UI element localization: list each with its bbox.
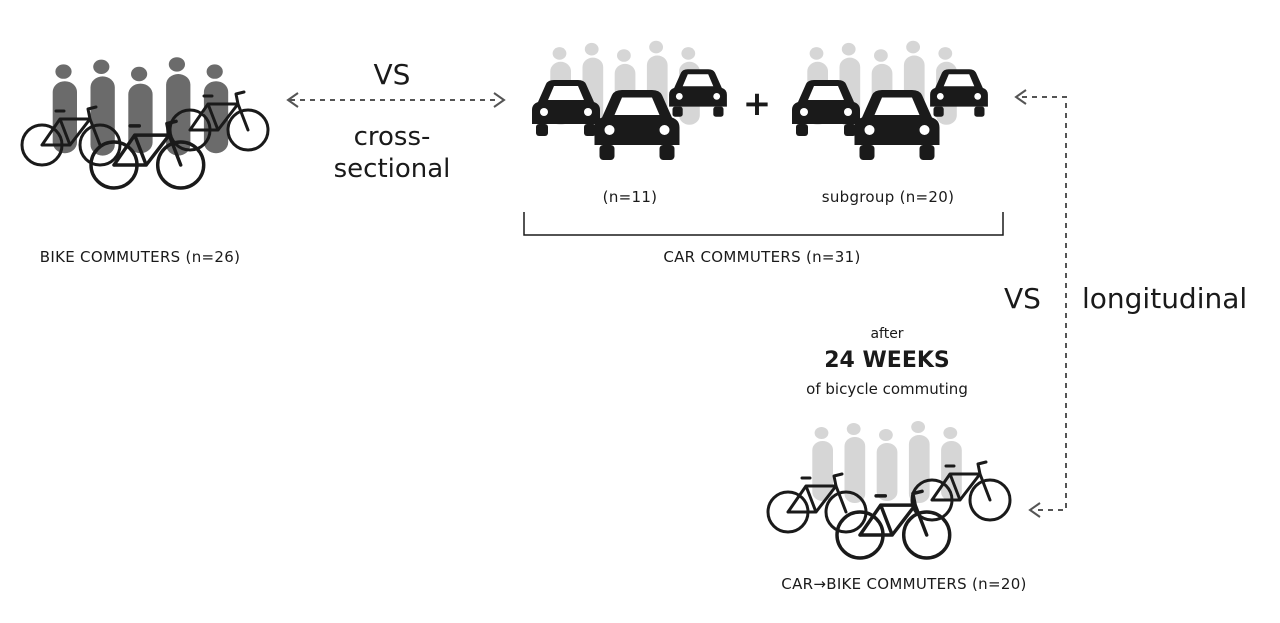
cross-sectional-label-line2: sectional [333, 154, 451, 184]
bike-commuters-label: BIKE COMMUTERS (n=26) [39, 248, 241, 266]
intervention-duration: 24 WEEKS [824, 348, 950, 373]
plus-sign: + [742, 84, 772, 124]
car-icon [854, 90, 940, 160]
intervention-after: after [870, 326, 904, 342]
car-to-bike-label: CAR→BIKE COMMUTERS (n=20) [781, 575, 1027, 593]
cross-sectional-label-line1: cross- [353, 122, 431, 152]
longitudinal-label: longitudinal [1082, 282, 1248, 315]
car-11-label: (n=11) [602, 188, 658, 206]
intervention-description: of bicycle commuting [806, 380, 968, 398]
cross-sectional-arrow [286, 92, 506, 108]
car-subgroup-figure [792, 40, 988, 160]
longitudinal-vs: VS [1004, 282, 1041, 315]
car-commuters-label: CAR COMMUTERS (n=31) [663, 248, 861, 266]
car-commuters-bracket [523, 212, 1004, 236]
bike-commuters-figure [20, 57, 270, 190]
car-to-bike-figure [766, 421, 1012, 560]
cross-sectional-vs: VS [373, 58, 411, 91]
car-subgroup-label: subgroup (n=20) [821, 188, 955, 206]
car-11-figure [532, 40, 727, 160]
longitudinal-arrow [1014, 89, 1067, 518]
